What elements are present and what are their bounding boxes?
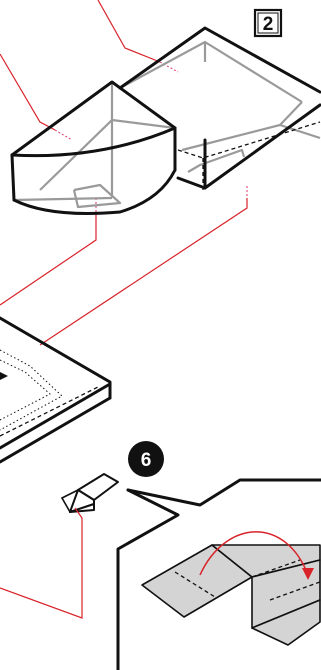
base-board: [0, 316, 112, 464]
curved-fold-arrow-icon: [199, 531, 309, 576]
detail-frame: [116, 478, 321, 670]
step-6-number: 6: [141, 450, 152, 471]
small-tab-part: [61, 473, 119, 513]
fold-detail: [141, 531, 321, 646]
callout-lines-top: [0, 0, 248, 346]
tray-part: [118, 26, 321, 190]
callout-lines-bottom: [0, 507, 83, 619]
step-2-label: 2: [253, 8, 283, 38]
step-6-label: 6: [128, 441, 164, 477]
step-2-number: 2: [263, 14, 274, 35]
wedge-part: [10, 80, 177, 215]
